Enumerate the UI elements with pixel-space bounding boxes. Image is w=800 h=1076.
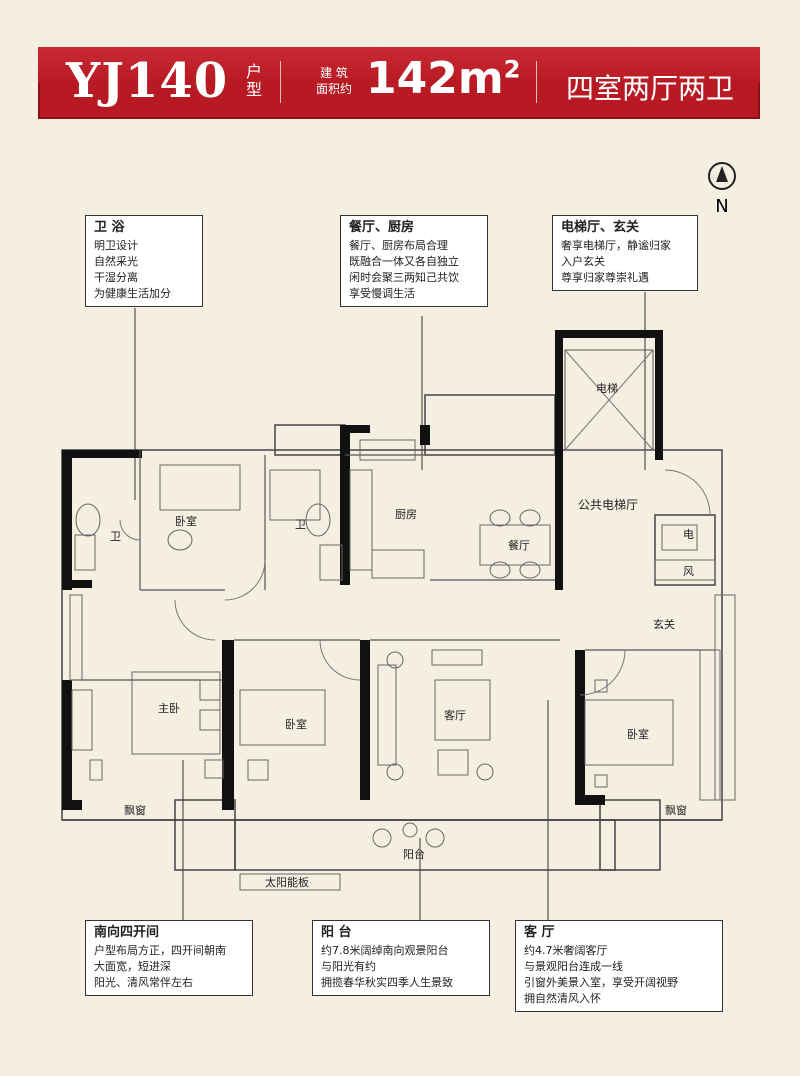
callout-line: 既融合一体又各自独立: [349, 255, 459, 268]
thick-walls: [62, 330, 663, 810]
callout-line: 与阳光有约: [321, 960, 376, 973]
callout-living: 客 厅 约4.7米奢阔客厅 与景观阳台连成一线 引窗外美景入室，享受开阔视野 拥…: [515, 920, 723, 1012]
north-arrow-icon: [708, 162, 736, 190]
room-foyer: 玄关: [653, 617, 675, 631]
callout-line: 明卫设计: [94, 239, 138, 252]
callout-line: 闲时会聚三两知己共饮: [349, 271, 459, 284]
banner-gloss: [38, 47, 760, 83]
partitions: [72, 450, 715, 681]
room-bath-1: 卫: [110, 530, 121, 543]
thin-walls: [61, 394, 723, 871]
callout-line: 入户玄关: [561, 255, 605, 268]
door-arcs: [119, 469, 711, 696]
callout-line: 尊享归家尊崇礼遇: [561, 271, 649, 284]
room-bath-2: 卫: [295, 518, 306, 531]
callout-bathroom: 卫 浴 明卫设计 自然采光 干湿分离 为健康生活加分: [85, 215, 203, 307]
leader-lines: [134, 292, 646, 920]
callout-line: 约4.7米奢阔客厅: [524, 944, 608, 957]
room-elevator-hall: 公共电梯厅: [578, 498, 638, 512]
area-number: 142m: [366, 53, 504, 104]
room-balcony: 阳台: [403, 847, 425, 861]
separator: [536, 61, 537, 103]
callout-dining: 餐厅、厨房 餐厅、厨房布局合理 既融合一体又各自独立 闲时会聚三两知己共饮 享受…: [340, 215, 488, 307]
room-kitchen: 厨房: [395, 508, 417, 521]
north-label: N: [715, 196, 729, 217]
callout-line: 拥揽春华秋实四季人生景致: [321, 976, 453, 989]
room-electric: 电: [683, 528, 694, 541]
room-labels: 卫 卧室 卫 厨房 餐厅 电梯 公共电梯厅 电 风 玄关 主卧 卧室 客厅 卧室…: [110, 382, 694, 889]
room-bedroom-mid: 卧室: [285, 717, 307, 731]
callout-line: 餐厅、厨房布局合理: [349, 239, 448, 252]
callout-south: 南向四开间 户型布局方正，四开间朝南 大面宽，短进深 阳光、清风常伴左右: [85, 920, 253, 996]
callout-line: 干湿分离: [94, 271, 138, 284]
unit-type-label: 户 型: [246, 63, 262, 99]
area-label: 建 筑 面积约: [316, 65, 352, 97]
callout-line: 约7.8米阔绰南向观景阳台: [321, 944, 449, 957]
room-bay-right: 飘窗: [665, 803, 687, 817]
callout-line: 与景观阳台连成一线: [524, 960, 623, 973]
header-banner: YJ140 户 型 建 筑 面积约 142m2 四室两厅两卫: [38, 47, 760, 119]
room-living: 客厅: [444, 708, 466, 722]
room-bedroom-right: 卧室: [627, 727, 649, 741]
callout-line: 引窗外美景入室，享受开阔视野: [524, 976, 678, 989]
room-elevator: 电梯: [596, 382, 618, 395]
area-value: 142m2: [366, 53, 520, 104]
callout-title: 客 厅: [524, 925, 555, 940]
room-bay-left: 飘窗: [124, 803, 146, 817]
callout-title: 南向四开间: [94, 925, 160, 940]
room-bedroom-top: 卧室: [175, 514, 197, 528]
callout-line: 户型布局方正，四开间朝南: [94, 944, 226, 957]
callout-title: 卫 浴: [94, 220, 125, 235]
callout-elevator: 电梯厅、玄关 奢享电梯厅，静谧归家 入户玄关 尊享归家尊崇礼遇: [552, 215, 698, 291]
room-dining: 餐厅: [508, 538, 530, 552]
room-master: 主卧: [158, 702, 180, 715]
area-label-1: 建 筑: [320, 66, 348, 80]
callout-line: 奢享电梯厅，静谧归家: [561, 239, 671, 252]
unit-code: YJ140: [66, 53, 229, 109]
callout-line: 拥自然清风入怀: [524, 992, 601, 1005]
room-count: 四室两厅两卫: [566, 72, 735, 105]
type-label-1: 户: [246, 62, 263, 81]
callout-balcony: 阳 台 约7.8米阔绰南向观景阳台 与阳光有约 拥揽春华秋实四季人生景致: [312, 920, 490, 996]
callout-line: 大面宽，短进深: [94, 960, 171, 973]
area-superscript: 2: [503, 55, 521, 84]
area-label-2: 面积约: [316, 82, 353, 96]
callout-line: 自然采光: [94, 255, 138, 268]
type-label-2: 型: [246, 80, 263, 99]
callout-line: 为健康生活加分: [94, 287, 171, 300]
callout-title: 阳 台: [321, 925, 352, 940]
separator: [280, 61, 281, 103]
room-wind: 风: [683, 565, 694, 578]
callout-title: 餐厅、厨房: [349, 220, 415, 235]
callout-title: 电梯厅、玄关: [561, 220, 640, 235]
furniture: [69, 439, 736, 891]
callout-line: 阳光、清风常伴左右: [94, 976, 193, 989]
callout-line: 享受慢调生活: [349, 287, 415, 300]
room-solar: 太阳能板: [265, 875, 309, 889]
elevator-shaft: [564, 349, 654, 451]
compass: N: [708, 162, 736, 217]
